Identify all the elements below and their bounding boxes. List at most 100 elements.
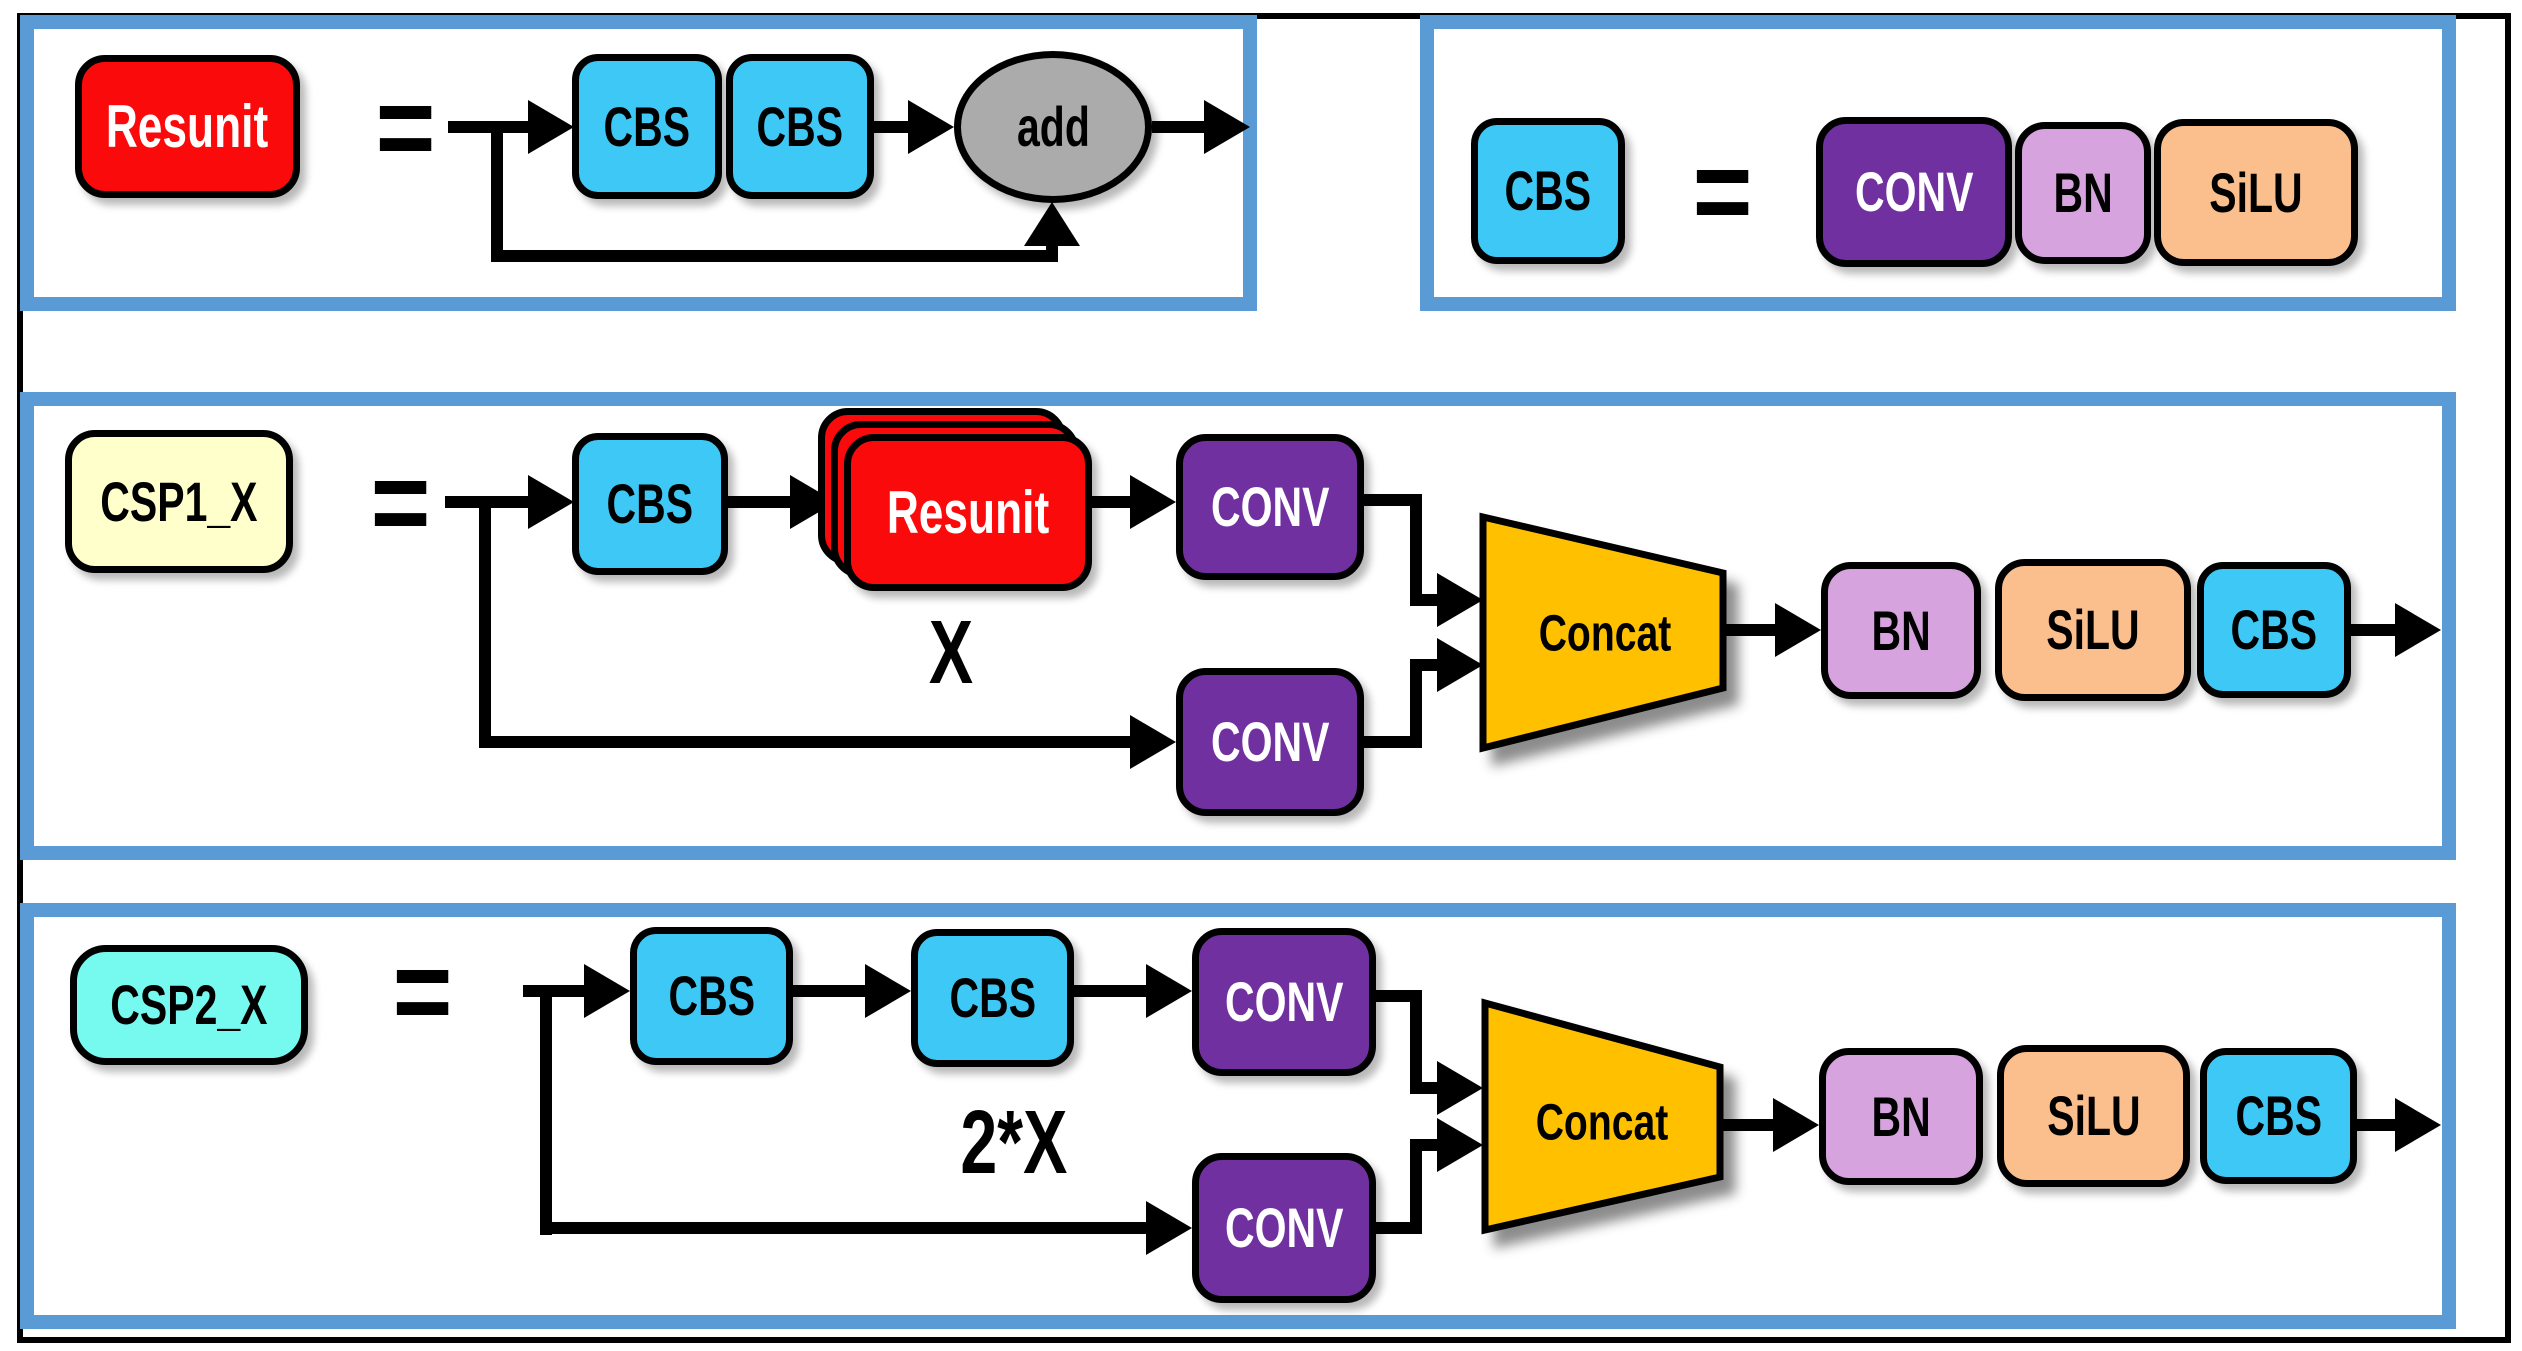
arrowhead-up-icon xyxy=(1024,202,1080,246)
skip-line xyxy=(491,121,503,262)
cbs-conv-label: CONV xyxy=(1854,160,1974,224)
skip-line xyxy=(479,496,491,748)
flow-line xyxy=(1074,985,1148,997)
connector-line xyxy=(1410,594,1440,606)
csp1-cbs-box: CBS xyxy=(572,433,728,575)
flow-line xyxy=(2357,1119,2397,1131)
connector-line xyxy=(1410,494,1422,606)
csp1-conv-bottom-box: CONV xyxy=(1176,668,1364,816)
csp1-conv-bottom-label: CONV xyxy=(1210,710,1330,774)
arrowhead-icon xyxy=(2395,1098,2441,1152)
csp1-resunit-label: Resunit xyxy=(886,478,1050,547)
csp2-silu-label: SiLU xyxy=(2046,1084,2141,1148)
cbs-bn-label: BN xyxy=(2053,161,2113,225)
csp2-conv-bottom-label: CONV xyxy=(1224,1196,1344,1260)
csp2-bn-box: BN xyxy=(1819,1048,1983,1185)
arrowhead-icon xyxy=(1773,1098,1819,1152)
csp1-bn-label: BN xyxy=(1871,599,1931,662)
csp2-lhs-box: CSP2_X xyxy=(70,945,308,1065)
csp1-silu-box: SiLU xyxy=(1995,559,2191,701)
csp1-cbs-label: CBS xyxy=(606,472,694,536)
csp1-cbs-out-box: CBS xyxy=(2197,562,2351,698)
resunit-cbs2-label: CBS xyxy=(756,95,844,158)
connector-line xyxy=(1410,1082,1440,1094)
arrowhead-icon xyxy=(528,100,574,154)
csp2-bn-label: BN xyxy=(1871,1085,1931,1148)
flow-line xyxy=(1720,1119,1775,1131)
arrowhead-icon xyxy=(528,475,574,529)
csp1-conv-top-box: CONV xyxy=(1176,434,1364,580)
csp1-lhs-box: CSP1_X xyxy=(65,430,293,573)
skip-line xyxy=(540,1222,1148,1234)
arrowhead-icon xyxy=(1146,964,1192,1018)
csp2-lhs-label: CSP2_X xyxy=(110,973,268,1037)
equals-sign-resunit: = xyxy=(375,61,435,194)
csp2-conv-top-box: CONV xyxy=(1192,928,1376,1076)
equals-sign-csp1: = xyxy=(370,436,430,569)
flow-line xyxy=(874,121,910,133)
csp2-cbs1-label: CBS xyxy=(668,964,755,1028)
skip-line xyxy=(540,985,552,1235)
arrowhead-icon xyxy=(908,100,954,154)
arrowhead-icon xyxy=(1437,573,1483,627)
resunit-lhs-label: Resunit xyxy=(106,92,269,161)
connector-line xyxy=(1410,990,1422,1094)
cbs-silu-box: SiLU xyxy=(2154,119,2358,266)
skip-line xyxy=(479,736,1132,748)
cbs-lhs-box: CBS xyxy=(1471,118,1625,264)
connector-line xyxy=(1364,736,1422,748)
csp2-cbs-out-box: CBS xyxy=(2200,1048,2357,1184)
resunit-stack-front: Resunit xyxy=(844,434,1092,591)
arrowhead-icon xyxy=(865,964,911,1018)
add-label: add xyxy=(1016,95,1090,159)
skip-line xyxy=(491,250,1058,262)
arrowhead-icon xyxy=(1146,1201,1192,1255)
csp2-conv-bottom-box: CONV xyxy=(1192,1153,1376,1303)
csp2-conv-top-label: CONV xyxy=(1224,970,1344,1034)
csp1-silu-label: SiLU xyxy=(2046,598,2140,662)
csp1-conv-top-label: CONV xyxy=(1210,475,1330,539)
cbs-lhs-label: CBS xyxy=(1504,159,1592,223)
resunit-lhs-box: Resunit xyxy=(75,55,300,198)
csp2-repeat-label: 2*X xyxy=(960,1090,1068,1193)
csp2-silu-box: SiLU xyxy=(1997,1045,2190,1187)
flow-line xyxy=(728,496,792,508)
resunit-cbs1-box: CBS xyxy=(572,54,722,199)
add-node: add xyxy=(954,51,1152,203)
arrowhead-icon xyxy=(1204,100,1250,154)
resunit-cbs1-label: CBS xyxy=(603,95,691,158)
arrowhead-icon xyxy=(1437,638,1483,692)
connector-line xyxy=(1410,659,1422,748)
csp2-cbs1-box: CBS xyxy=(630,927,793,1065)
arrowhead-icon xyxy=(584,964,630,1018)
connector-line xyxy=(1410,659,1440,671)
csp2-concat-label: Concat xyxy=(1535,1093,1669,1151)
resunit-cbs2-box: CBS xyxy=(726,54,874,199)
flow-line xyxy=(2351,624,2397,636)
connector-line xyxy=(1410,1139,1422,1234)
csp2-cbs2-label: CBS xyxy=(949,966,1036,1030)
concat-shape xyxy=(1479,512,1727,753)
equals-sign-cbs: = xyxy=(1692,125,1752,258)
arrowhead-icon xyxy=(1437,1061,1483,1115)
csp2-cbs2-box: CBS xyxy=(911,929,1074,1067)
cbs-silu-label: SiLU xyxy=(2209,161,2303,224)
arrowhead-icon xyxy=(2395,603,2441,657)
flow-line xyxy=(523,985,588,997)
arrowhead-icon xyxy=(1437,1118,1483,1172)
arrowhead-icon xyxy=(1775,603,1821,657)
connector-line xyxy=(1364,494,1422,506)
connector-line xyxy=(1410,1139,1440,1151)
flow-line xyxy=(1152,121,1204,133)
csp1-concat-label: Concat xyxy=(1538,604,1672,662)
flow-line xyxy=(1092,496,1132,508)
flow-line xyxy=(448,121,528,133)
csp1-cbs-out-label: CBS xyxy=(2230,598,2318,662)
csp1-bn-box: BN xyxy=(1821,562,1981,699)
flow-line xyxy=(793,985,867,997)
arrowhead-icon xyxy=(1130,475,1176,529)
csp2-cbs-out-label: CBS xyxy=(2235,1084,2322,1148)
concat-shape xyxy=(1481,998,1724,1235)
cbs-conv-box: CONV xyxy=(1816,117,2012,267)
